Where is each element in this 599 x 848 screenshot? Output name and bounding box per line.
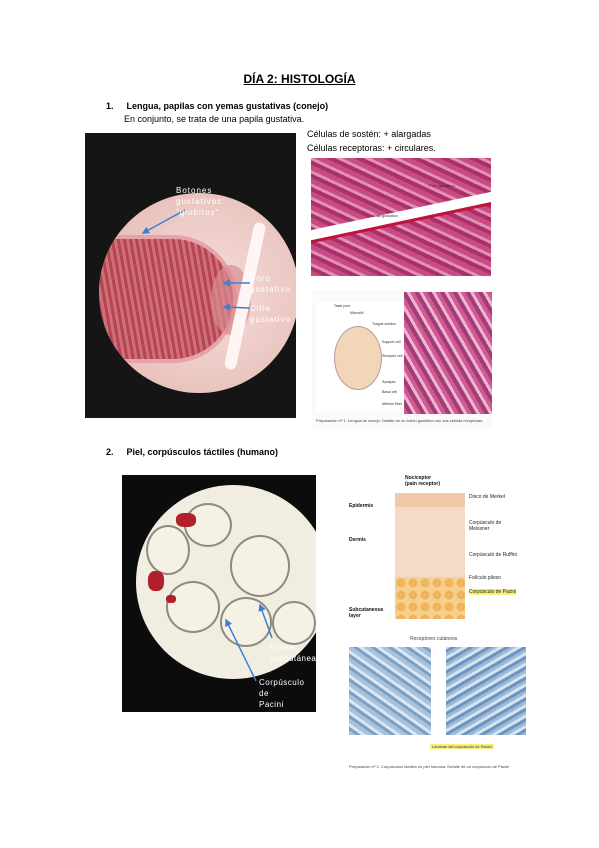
label-nociceptor: Nociceptor (pain receptor) <box>405 475 441 487</box>
section2-heading-text: Piel, corpúsculos táctiles (humano) <box>126 447 279 457</box>
label-cilia-gustativo: Cilia gustativo <box>250 304 292 324</box>
section1-note-support-cells: Células de sostén: + alargadas <box>307 129 431 139</box>
grasa-arrow <box>258 603 273 639</box>
microscope-field-skin <box>136 485 316 679</box>
label-pacini: Corpúsculo de Pacini <box>469 589 517 595</box>
annotation-arrows-skin <box>225 603 273 682</box>
label-foliculo: Folículo piloso <box>469 575 501 581</box>
microscope-field <box>99 193 296 393</box>
taste-bud-shape <box>334 326 382 390</box>
page-title: DÍA 2: HISTOLOGÍA <box>243 72 356 86</box>
skin-figure-caption: Preparación nº 2. Corpúsculos táctiles e… <box>349 764 509 769</box>
label-poro-gustativo: Poro gustativo <box>250 274 292 294</box>
label-grasa-subcutanea: Grasa subcutánea <box>270 643 316 663</box>
blood-vessel <box>148 571 164 591</box>
dermis-layer <box>395 507 465 577</box>
blood-vessel <box>166 595 176 603</box>
section2-number: 2. <box>106 447 114 457</box>
taste-bud-caption: Preparación nº 1. Lengua de conejo. Deta… <box>316 418 484 423</box>
receptores-cutaneos-caption: Receptores cutáneos <box>410 636 458 642</box>
tongue-micrograph: Botones gustativos: "globitos" Poro gust… <box>85 133 296 418</box>
label-subcutaneous: Subcutaneous layer <box>349 607 384 619</box>
micro-label-poro: Poro gustativo <box>429 183 455 188</box>
section2-heading: 2. Piel, corpúsculos táctiles (humano) <box>106 447 278 457</box>
section1-intro: En conjunto, se trata de una papila gust… <box>124 114 305 124</box>
pacini-micrograph-1 <box>349 647 431 735</box>
taste-bud-micrograph <box>404 292 492 414</box>
label-meissner: Corpúsculo de Meissner <box>469 520 502 532</box>
section1-heading: 1. Lengua, papilas con yemas gustativas … <box>106 101 328 111</box>
skin-receptors-diagram: Nociceptor (pain receptor) Epidermis Der… <box>345 465 520 635</box>
epidermis-layer <box>395 493 465 507</box>
laminas-pacini-caption: Láminas del corpúsculo de Pacini <box>430 744 494 749</box>
label-botones-gustativos: Botones gustativos: "globitos" <box>176 186 226 217</box>
label-dermis: Dermis <box>349 537 366 543</box>
label-corpusculo-pacini: Corpúsculo de Pacini <box>259 678 305 709</box>
annotation-arrows <box>141 209 251 311</box>
pacini-arrow <box>225 618 257 682</box>
taste-bud-diagram: Taste pore Microvilli Tongue surface Sup… <box>316 302 404 412</box>
label-epidermis: Epidermis <box>349 503 374 509</box>
surface-band <box>311 188 491 242</box>
micro-label-cilia: Cilia gustativo <box>373 213 398 218</box>
label-merkel: Disco de Merkel <box>469 494 505 500</box>
botones-arrow <box>141 209 186 234</box>
pacini-micrograph-2 <box>446 647 526 735</box>
subcutaneous-layer <box>395 577 465 619</box>
label-ruffini: Corpúsculo de Ruffini <box>469 552 517 558</box>
section1-note-receptor-cells: Células receptoras: + circulares. <box>307 143 436 153</box>
blood-vessel <box>176 513 196 527</box>
section1-number: 1. <box>106 101 114 111</box>
skin-micrograph: Grasa subcutánea Corpúsculo de Pacini <box>122 475 316 712</box>
taste-pore-micrograph: Poro gustativo Cilia gustativo <box>311 158 491 276</box>
section1-heading-text: Lengua, papilas con yemas gustativas (co… <box>126 101 329 111</box>
cilia-arrow <box>222 303 251 311</box>
taste-bud-figure: Taste pore Microvilli Tongue surface Sup… <box>312 290 492 428</box>
